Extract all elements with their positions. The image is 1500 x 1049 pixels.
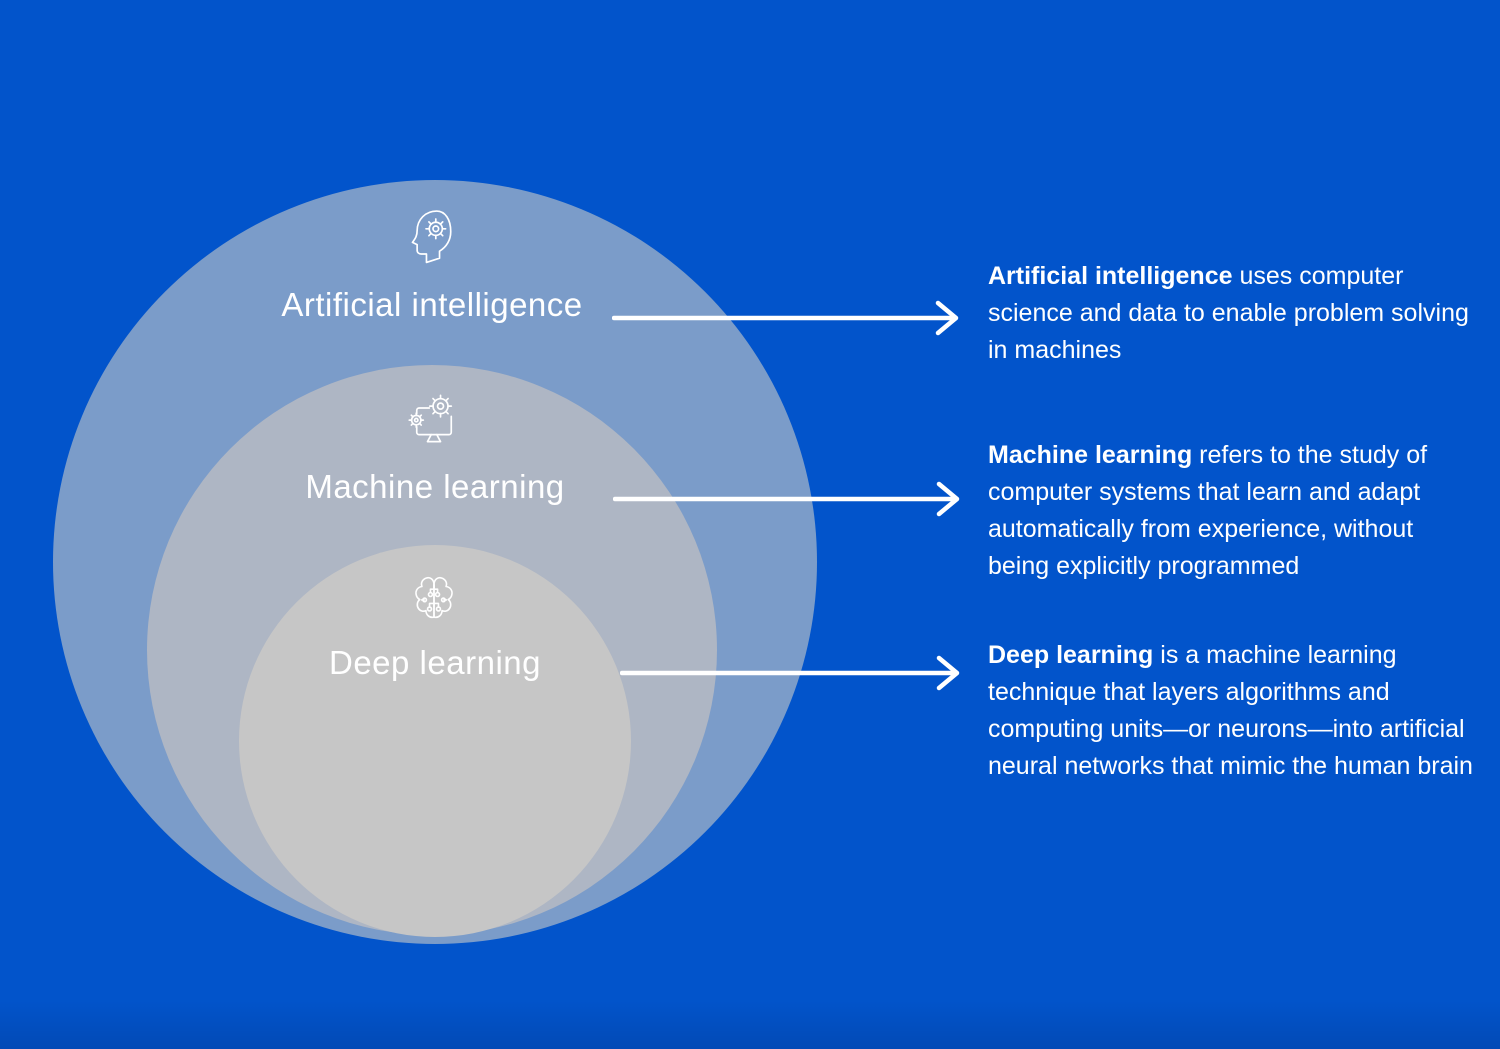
brain-circuit-icon	[415, 576, 453, 619]
brain-outline	[415, 576, 453, 619]
description-text: refers to the study of computer systems …	[988, 441, 1428, 580]
circle-deep-learning	[239, 545, 631, 937]
label-artificial-intelligence: Artificial intelligence	[281, 286, 583, 323]
monitor-with-gears-icon	[408, 394, 453, 443]
description-term: Deep learning	[988, 641, 1154, 669]
large-gear	[428, 394, 453, 418]
description-machine-learning: Machine learning refers to the study of …	[988, 437, 1478, 585]
head-with-gear-icon	[411, 210, 452, 264]
monitor-frame	[415, 407, 453, 436]
arrow-deep-learning	[620, 655, 960, 691]
description-artificial-intelligence: Artificial intelligence uses computer sc…	[988, 258, 1478, 369]
bottom-shade	[0, 999, 1500, 1049]
description-term: Artificial intelligence	[988, 262, 1233, 290]
circuit-traces	[420, 583, 448, 612]
label-deep-learning: Deep learning	[329, 644, 541, 681]
description-deep-learning: Deep learning is a machine learning tech…	[988, 637, 1478, 785]
label-machine-learning: Machine learning	[305, 468, 565, 505]
head-outline	[411, 210, 452, 264]
arrow-machine-learning	[613, 481, 960, 517]
description-term: Machine learning	[988, 441, 1193, 469]
monitor-stand	[426, 433, 442, 443]
description-text: is a machine learning technique that lay…	[988, 641, 1473, 780]
gear-hole	[432, 225, 440, 233]
small-gear	[408, 412, 425, 428]
arrow-artificial-intelligence	[612, 300, 959, 336]
description-text: uses computer science and data to enable…	[988, 262, 1469, 364]
gear-teeth	[425, 218, 447, 240]
